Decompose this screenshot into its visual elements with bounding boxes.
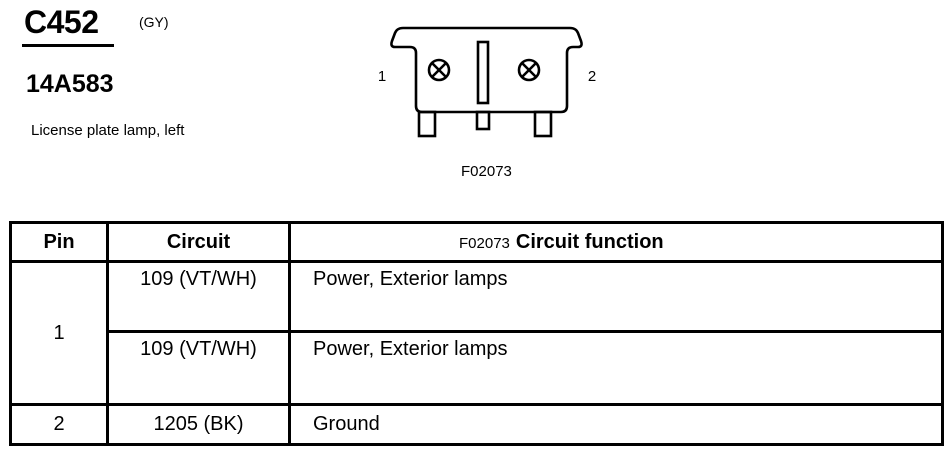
connector-id: C452	[24, 4, 99, 40]
connector-id-underline	[22, 44, 114, 47]
pin-cell: 2	[9, 403, 109, 446]
circuit-cell: 109 (VT/WH)	[106, 260, 291, 333]
left-bottom-tab	[417, 110, 437, 138]
pin-label-1: 1	[378, 68, 386, 85]
connector-face-diagram: 1 2	[378, 26, 596, 138]
connector-description: License plate lamp, left	[31, 122, 185, 139]
center-key-slot	[476, 40, 490, 105]
pin-column-header: Pin	[9, 221, 109, 263]
connector-body-outline	[390, 26, 583, 114]
function-header-label: Circuit function	[515, 230, 664, 253]
circuit-cell: 109 (VT/WH)	[106, 330, 291, 406]
figure-label: F02073	[461, 163, 512, 180]
pin-cell: 1	[9, 260, 109, 406]
center-bottom-tab	[475, 110, 491, 131]
table-header-row: Pin Circuit F02073 Circuit function	[9, 221, 944, 263]
right-bottom-tab	[533, 110, 553, 138]
function-column-header: F02073 Circuit function	[288, 221, 944, 263]
table-row: 109 (VT/WH) Power, Exterior lamps	[11, 330, 944, 406]
terminal-2-icon	[517, 58, 541, 82]
circuit-cell: 1205 (BK)	[106, 403, 291, 446]
function-header-figure-ref: F02073	[459, 234, 510, 252]
table-row: 2 1205 (BK) Ground	[9, 403, 944, 446]
pinout-table: Pin Circuit F02073 Circuit function 1 109…	[9, 221, 944, 446]
terminal-1-icon	[427, 58, 451, 82]
part-number: 14A583	[26, 70, 114, 98]
table-row: 1 109 (VT/WH) Power, Exterior lamps	[9, 260, 944, 406]
circuit-column-header: Circuit	[106, 221, 291, 263]
function-cell: Power, Exterior lamps	[288, 330, 944, 406]
function-cell: Power, Exterior lamps	[288, 260, 944, 333]
pin-label-2: 2	[588, 68, 596, 85]
function-cell: Ground	[288, 403, 944, 446]
connector-color: (GY)	[139, 14, 169, 30]
